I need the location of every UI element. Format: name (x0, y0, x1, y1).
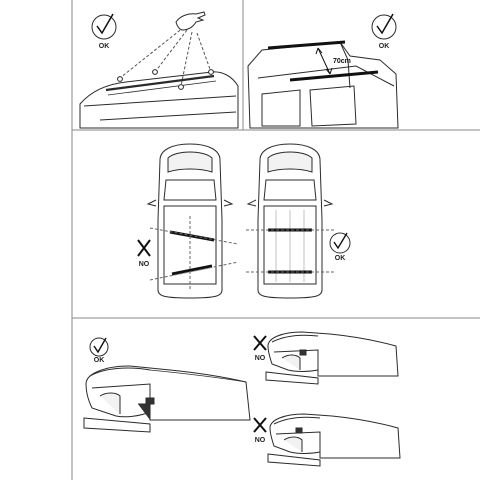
no-label: NO (139, 261, 150, 268)
spacing-arrow (315, 47, 333, 75)
no-mark-foot-2: NO (253, 417, 267, 444)
ok-label: OK (335, 255, 346, 262)
hand-icon (175, 11, 206, 31)
car-roof-outline (247, 41, 399, 129)
no-mark-top-view: NO (137, 239, 151, 268)
rear-crossbar (289, 70, 379, 82)
cross-mark-icon (137, 239, 151, 257)
panel-top-view (146, 143, 336, 299)
foot-wrong-1 (265, 331, 399, 385)
ok-mark-top-left: OK (91, 13, 117, 50)
no-label: NO (255, 437, 266, 444)
ok-label: OK (99, 43, 110, 50)
van-top-view-correct (246, 143, 336, 299)
wrong-bar-2 (171, 264, 213, 276)
no-label: NO (255, 355, 266, 362)
cross-mark-icon (253, 335, 267, 351)
mount-points (117, 69, 214, 90)
check-icon (376, 13, 394, 35)
panel-crossbar-spacing (247, 40, 399, 129)
ok-mark-top-right: OK (371, 13, 397, 50)
foot-wrong-2 (267, 413, 401, 467)
panel-dividers (71, 0, 480, 480)
check-icon (333, 232, 348, 250)
ok-mark-foot: OK (89, 337, 109, 364)
ok-mark-top-view: OK (329, 232, 351, 262)
roof-rail (105, 74, 215, 92)
check-circle-icon (89, 337, 109, 357)
panel-foot-detail (83, 331, 401, 467)
spacing-measurement: 70cm (333, 58, 351, 65)
front-crossbar (267, 40, 346, 50)
panel-roof-rails (79, 11, 239, 129)
check-circle-icon (329, 232, 351, 254)
check-circle-icon (371, 14, 397, 40)
check-icon (93, 337, 107, 354)
ok-label: OK (94, 357, 105, 364)
check-icon (96, 13, 114, 35)
ok-label: OK (379, 43, 390, 50)
cross-mark-icon (253, 417, 267, 433)
foot-correct (83, 365, 251, 433)
guide-lines (119, 26, 212, 87)
van-top-view-incorrect (146, 143, 239, 299)
no-mark-foot-1: NO (253, 335, 267, 362)
check-circle-icon (91, 14, 117, 40)
